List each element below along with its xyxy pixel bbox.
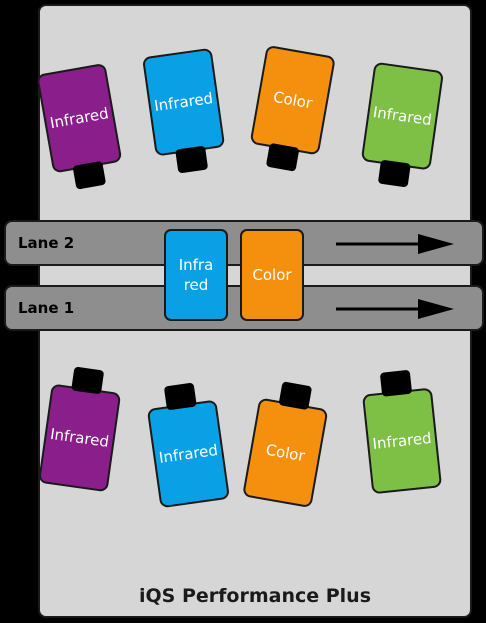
- camera-label-line2: red: [406, 428, 433, 450]
- card-label-line1: Color: [252, 265, 292, 284]
- camera-label-line1: Infra: [371, 102, 409, 126]
- camera-body: Infrared: [146, 399, 231, 509]
- camera-lens: [71, 366, 105, 395]
- camera-label-line1: Infra: [157, 444, 195, 467]
- camera-body: Infrared: [360, 61, 445, 171]
- camera-lens: [377, 159, 411, 188]
- card-label-line2: red: [183, 276, 209, 294]
- camera-lens: [72, 160, 107, 190]
- camera-body: Infrared: [141, 47, 226, 157]
- camera-lens: [163, 382, 197, 411]
- camera-label-line1: Infra: [49, 424, 86, 448]
- camera-label-line1: Color: [271, 87, 314, 113]
- camera-lens: [278, 381, 313, 411]
- camera-lens: [265, 142, 300, 172]
- arrow-right-icon: [336, 234, 454, 254]
- product-name: iQS Performance Plus: [138, 585, 372, 607]
- camera-lens: [175, 145, 209, 174]
- camera-lens: [379, 369, 413, 397]
- card-label-line1: Infra: [178, 255, 214, 274]
- camera-label-line2: red: [192, 440, 219, 462]
- camera-label-line1: Color: [264, 440, 307, 465]
- arrow-right-icon: [336, 299, 454, 319]
- camera-bottom-4: Infrared: [360, 368, 443, 495]
- camera-label-line1: Infra: [371, 431, 408, 453]
- camera-label-line1: Infra: [48, 108, 86, 133]
- center-card-color: Color: [240, 229, 304, 321]
- center-card-infrared: Infra red: [164, 229, 228, 321]
- lane-2-label: Lane 2: [18, 234, 75, 252]
- lane-1-label: Lane 1: [18, 299, 75, 317]
- camera-label-line2: red: [82, 104, 110, 127]
- camera-body: Infrared: [362, 387, 443, 495]
- camera-label-line2: red: [406, 107, 433, 130]
- camera-label-line2: red: [187, 88, 215, 111]
- camera-body: Infrared: [37, 383, 122, 493]
- camera-label-line1: Infra: [153, 92, 190, 116]
- camera-label-line2: red: [83, 429, 111, 451]
